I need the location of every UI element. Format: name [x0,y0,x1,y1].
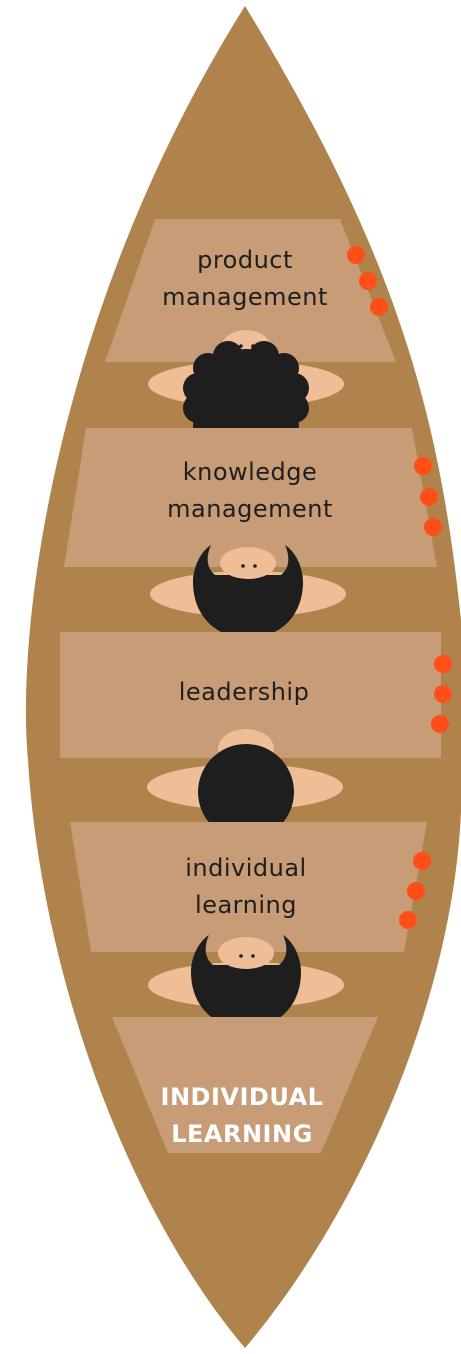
eye [253,564,257,568]
eye [241,564,245,568]
oar-dot [434,655,452,673]
seat-label-line1: knowledge [183,458,318,486]
seat-plank [70,822,427,952]
oar-dot [413,852,431,870]
oar-dots [399,852,431,929]
long-hair [191,935,301,1028]
eye [251,746,255,750]
stern-label-line1: INDIVIDUAL [161,1083,324,1111]
oar-dots [347,246,388,316]
seat-plank [105,219,396,362]
stern-label-line2: LEARNING [171,1120,313,1148]
rower-long-hair [150,545,346,638]
hair-curl [200,349,292,441]
seat-label-line2: management [162,283,328,311]
oar-dot [420,488,438,506]
rower-face [220,547,276,579]
hair-curl [183,373,213,403]
eye [251,954,255,958]
seat-label-line1: product [197,246,293,274]
eye [239,954,243,958]
oar-dots [431,655,452,733]
stern-plank [112,1017,378,1153]
oar-dot [359,272,377,290]
stern-seat: INDIVIDUAL LEARNING [112,1017,378,1153]
rower-curly-hair [148,330,344,454]
oar-dot [434,685,452,703]
seat-label-line2: learning [195,891,297,919]
oar-dot [414,457,432,475]
oar-dot [407,882,425,900]
seat-knowledge-management: knowledge management [64,428,442,638]
oar-dot [347,246,365,264]
seat-label-line2: management [167,495,333,523]
long-hair [193,545,303,638]
rower-round-hair [147,729,343,840]
seat-product-management: product management [105,219,396,454]
rower-face [218,937,274,969]
eye [251,344,255,348]
oar-dot [370,298,388,316]
oar-dot [431,715,449,733]
eye [239,344,243,348]
oar-dot [424,518,442,536]
hair-curl [213,341,243,371]
seat-label-line1: leadership [179,678,310,706]
oar-dots [414,457,442,536]
seat-leadership: leadership [60,632,452,840]
seat-individual-learning: individual learning [70,822,431,1028]
seat-plank [64,428,437,567]
rower-long-hair [148,935,344,1028]
seat-plank [60,632,441,758]
seat-label-line1: individual [185,854,306,882]
eye [239,746,243,750]
oar-dot [399,911,417,929]
round-hair [198,744,294,840]
